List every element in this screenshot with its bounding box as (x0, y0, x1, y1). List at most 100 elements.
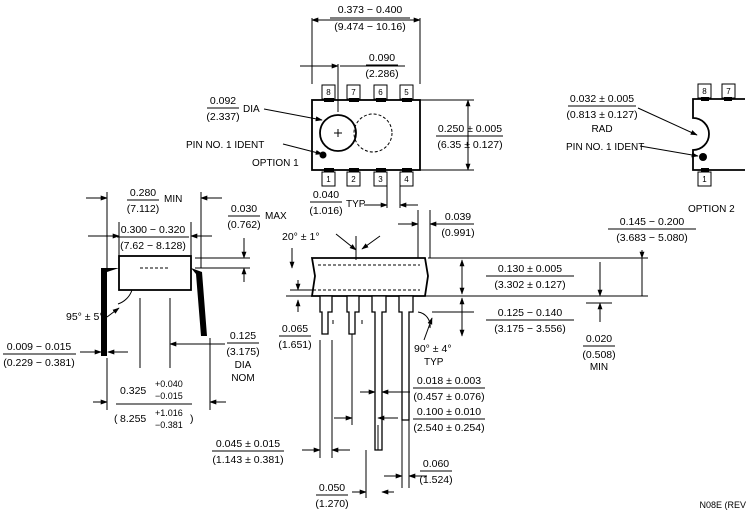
pin-tag-box (321, 171, 336, 187)
body-height-inch: 0.250 ± 0.005 (438, 123, 502, 135)
d020-inch: 0.020 (586, 333, 612, 345)
side-view: 20° ± 1° 0.039 (0.991) 0.145 − 0.200 (212, 210, 696, 510)
lead-right (191, 268, 207, 336)
option2-view: 8 7 1 0.032 ± 0.005 (0.813 ± 0.127) RAD … (566, 83, 745, 215)
pin1-dimple (319, 114, 357, 152)
leader-line (263, 108, 323, 122)
span300-inch: 0.300 − 0.320 (121, 224, 186, 236)
d065-inch: 0.065 (282, 323, 308, 335)
rad-suffix: RAD (591, 124, 612, 135)
top-pin-tags: 8 7 6 5 (321, 84, 414, 100)
opt2-tag-8: 8 (702, 87, 707, 96)
draft-angle: 20° ± 1° (282, 231, 320, 243)
d039-mm: (0.991) (441, 227, 474, 239)
leader-line (639, 145, 699, 158)
max030-suffix: MAX (265, 211, 287, 222)
min280-suffix: MIN (164, 194, 182, 205)
d018-inch: 0.018 ± 0.003 (417, 375, 481, 387)
pitch-mm: (1.016) (309, 205, 342, 217)
rad-mm: (0.813 ± 0.127) (566, 109, 637, 121)
min280-inch: 0.280 (130, 187, 156, 199)
pin-tag-7: 7 (351, 88, 356, 97)
pin1-offset-mm: (2.286) (365, 68, 398, 80)
package-body-end (118, 255, 192, 291)
paren-open: ( (114, 413, 118, 425)
option1-label: OPTION 1 (252, 158, 299, 169)
d020-mm: (0.508) (582, 349, 615, 361)
spread-mm: 8.255 (120, 413, 146, 425)
drawing-code: N08E (REV (699, 500, 746, 510)
span300-mm: (7.62 − 8.128) (120, 240, 186, 252)
package-body-top (311, 99, 421, 171)
pin1-ident-label: PIN NO. 1 IDENT (186, 140, 264, 151)
bottom-pin-tags: 1 2 3 4 (321, 171, 414, 187)
spread-inch-minus: −0.015 (155, 391, 183, 401)
side-leads (319, 295, 414, 451)
d060-inch: 0.060 (423, 458, 449, 470)
angle90-typ: TYP (424, 357, 444, 368)
angle-arc (117, 289, 133, 305)
pin-tag-5: 5 (404, 88, 409, 97)
d050-inch: 0.050 (319, 482, 345, 494)
pin1-offset-inch: 0.090 (369, 52, 395, 64)
end-view: 0.280 (7.112) MIN 0.300 − 0.320 (7.62 − … (3, 187, 287, 430)
d145-inch: 0.145 − 0.200 (620, 216, 685, 228)
body-height-mm: (6.35 ± 0.127) (437, 139, 502, 151)
d145-mm: (3.683 − 5.080) (616, 232, 688, 244)
d100-inch: 0.100 ± 0.010 (417, 406, 481, 418)
lead-left (101, 268, 119, 356)
d130-mm: (3.302 ± 0.127) (494, 279, 565, 291)
d045-mm: (1.143 ± 0.381) (212, 454, 283, 466)
dia-inch: 0.092 (210, 95, 236, 107)
pin-tag-6: 6 (378, 88, 383, 97)
pin-tag-1: 1 (326, 175, 331, 184)
pin-tag-4: 4 (404, 175, 409, 184)
spread-mm-minus: −0.381 (155, 420, 183, 430)
dia-suffix: DIA (243, 104, 260, 115)
paren-close: ) (190, 413, 194, 425)
top-pins (324, 98, 412, 172)
option2-pin1-dot (699, 153, 707, 161)
d018-mm: (0.457 ± 0.076) (413, 391, 484, 403)
pin1-dot (319, 151, 327, 159)
body-width-inch: 0.373 − 0.400 (338, 4, 403, 16)
ejector-mark (353, 113, 393, 153)
leader-line (282, 143, 323, 155)
spread-mm-plus: +1.016 (155, 408, 183, 418)
dia125-l3: DIA (235, 360, 252, 371)
pin-tag-3: 3 (378, 175, 383, 184)
rad-inch: 0.032 ± 0.005 (570, 93, 634, 105)
leader-line (423, 317, 433, 341)
pitch-inch: 0.040 (313, 189, 339, 201)
d130-inch: 0.130 ± 0.005 (498, 263, 562, 275)
max030-inch: 0.030 (231, 203, 257, 215)
angle-arc (417, 311, 431, 329)
angle95: 95° ± 5° (66, 311, 104, 323)
angle90: 90° ± 4° (414, 343, 452, 355)
leader-line (106, 307, 120, 318)
d100-mm: (2.540 ± 0.254) (413, 422, 484, 434)
dia125-inch: 0.125 (230, 330, 256, 342)
spread-inch-plus: +0.040 (155, 379, 183, 389)
d039-inch: 0.039 (445, 211, 471, 223)
lead-thk-inch: 0.009 − 0.015 (7, 341, 72, 353)
top-view: 0.373 − 0.400 (9.474 − 10.16) 0.090 (2.2… (186, 4, 503, 217)
pin-tag-2: 2 (351, 175, 356, 184)
option2-pin1-ident: PIN NO. 1 IDENT (566, 142, 644, 153)
option2-label: OPTION 2 (688, 204, 735, 215)
spread-inch: 0.325 (120, 385, 146, 397)
dia-mm: (2.337) (206, 111, 239, 123)
opt2-tag-7: 7 (726, 87, 731, 96)
d020-suffix: MIN (590, 362, 608, 373)
pin-tag-box (399, 171, 414, 187)
body-width-mm: (9.474 − 10.16) (334, 21, 406, 33)
pin-tag-8: 8 (326, 88, 331, 97)
d125-mm: (3.175 − 3.556) (494, 323, 566, 335)
opt2-tag-1: 1 (702, 175, 707, 184)
lead-thk-mm: (0.229 − 0.381) (3, 357, 75, 369)
d045-inch: 0.045 ± 0.015 (216, 438, 280, 450)
dia125-mm: (3.175) (226, 346, 259, 358)
leader-line (361, 235, 381, 250)
d125-inch: 0.125 − 0.140 (498, 307, 563, 319)
